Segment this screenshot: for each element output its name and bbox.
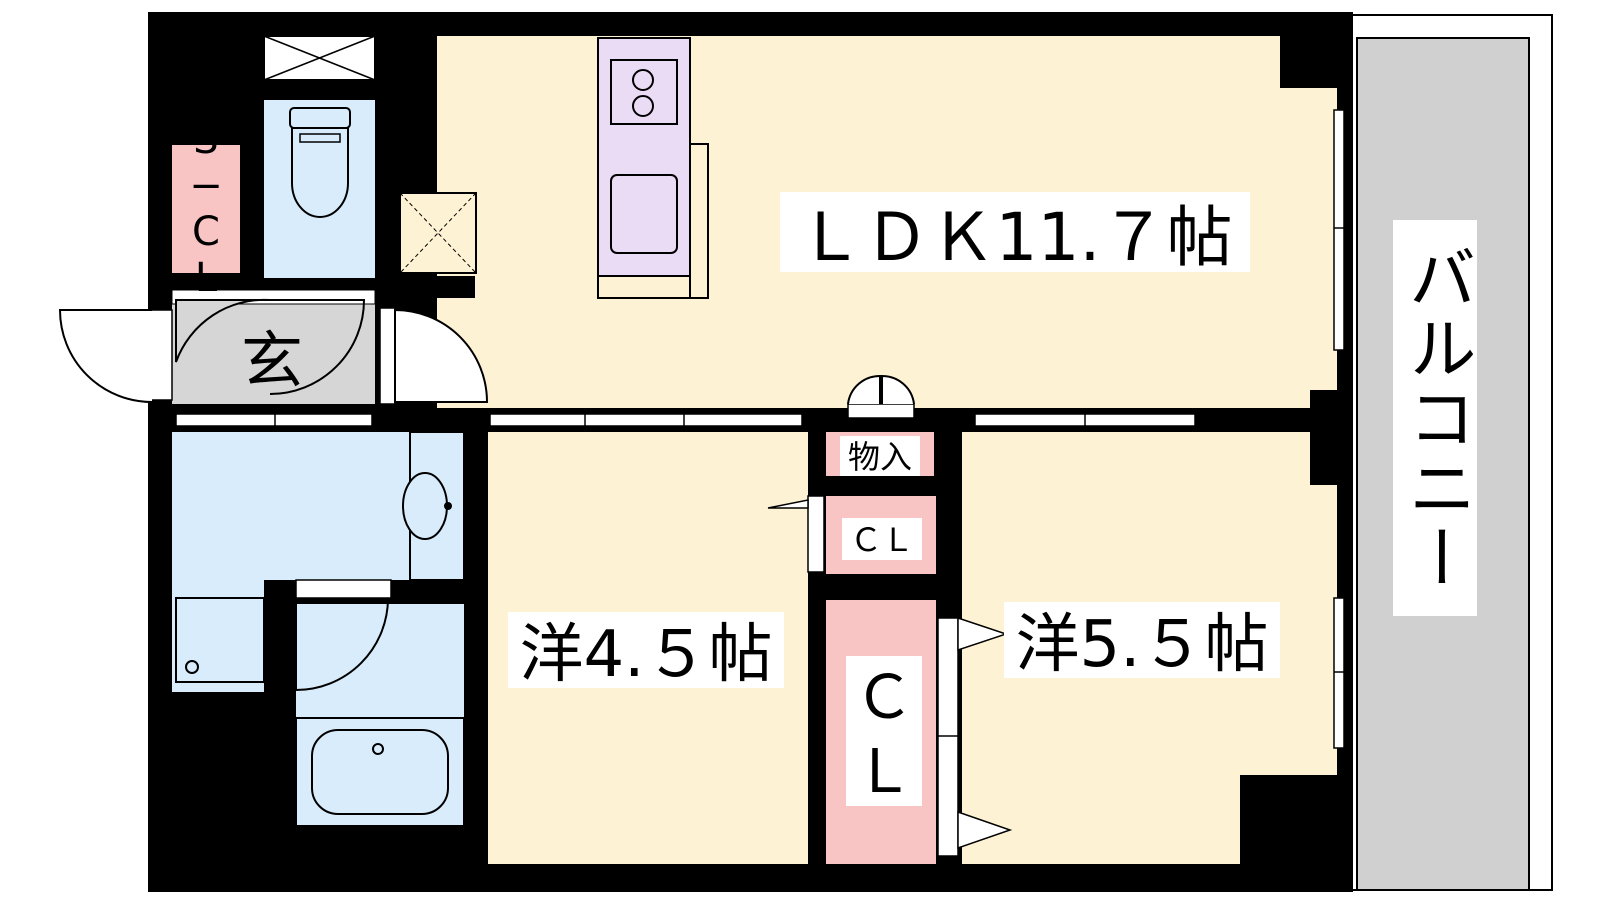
wall-near-kitchen [395,36,437,194]
closet-big-arrow-bottom [957,810,1013,850]
closet-big-label-c: Ｃ [854,663,914,733]
western-b-label-bg [1004,602,1280,678]
shoe-closet-label: S−CL [172,117,240,301]
window-western-b [1333,597,1345,749]
storage-door-frame [847,403,915,419]
closet-small-door-arrow [767,499,809,509]
partition-ldk-western-a [489,413,803,427]
storage-label-bg [840,436,920,476]
bathtub-inner [311,729,449,815]
closet-small-label: ＣＬ [850,521,914,559]
fridge-x2 [399,192,477,274]
western-b-corner [1240,775,1337,864]
partition-entrance-washroom [175,413,373,427]
bathtub-drain [372,743,384,755]
toilet-door-swing [175,298,271,363]
burner-top [632,69,654,91]
closet-big-label-l: Ｌ [854,737,914,807]
fridge-x1 [399,192,477,274]
closet-small-door [807,495,825,573]
toilet-tank [289,107,351,129]
pillar-right [1310,390,1340,485]
closet-big-arrow-top [957,616,1009,652]
closet-big-label-bg [846,656,922,806]
ldk-label-bg [780,192,1250,272]
balcony-label: バルコニー [1393,220,1477,616]
ldk-label: ＬＤＫ11.７帖 [798,199,1233,276]
kitchen-side-counter [689,143,709,299]
bath-door-swing [295,597,389,692]
storage-door-right [881,374,915,405]
ventilation-x2 [263,35,376,81]
burner-bottom [632,95,654,117]
entrance-label: 玄 [241,324,303,397]
washer-pan [175,597,265,683]
western-a-label: 洋4.５帖 [519,618,772,692]
bath-door-frame [295,579,392,599]
toilet-seat-line [299,133,341,143]
window-ldk [1333,109,1345,351]
vanity-sink [402,472,448,540]
toilet-bowl [291,127,349,218]
storage-door-left [847,374,881,405]
western-b-label: 洋5.５帖 [1015,608,1268,682]
entrance-door-swing [58,309,153,403]
storage-label: 物入 [848,438,912,476]
wall-below-fridge [395,276,475,298]
closet-big-door [937,617,959,857]
ldk-door-swing [394,308,489,403]
western-a-label-bg [508,612,784,688]
washer-drain [185,660,199,674]
closet-small-label-bg [842,518,922,560]
ldk-floor-corner-cut [1280,36,1337,88]
vanity-faucet [444,502,452,510]
ldk-door-gap [379,307,396,405]
kitchen-sink [610,174,678,254]
hall-door-swing [269,299,366,395]
